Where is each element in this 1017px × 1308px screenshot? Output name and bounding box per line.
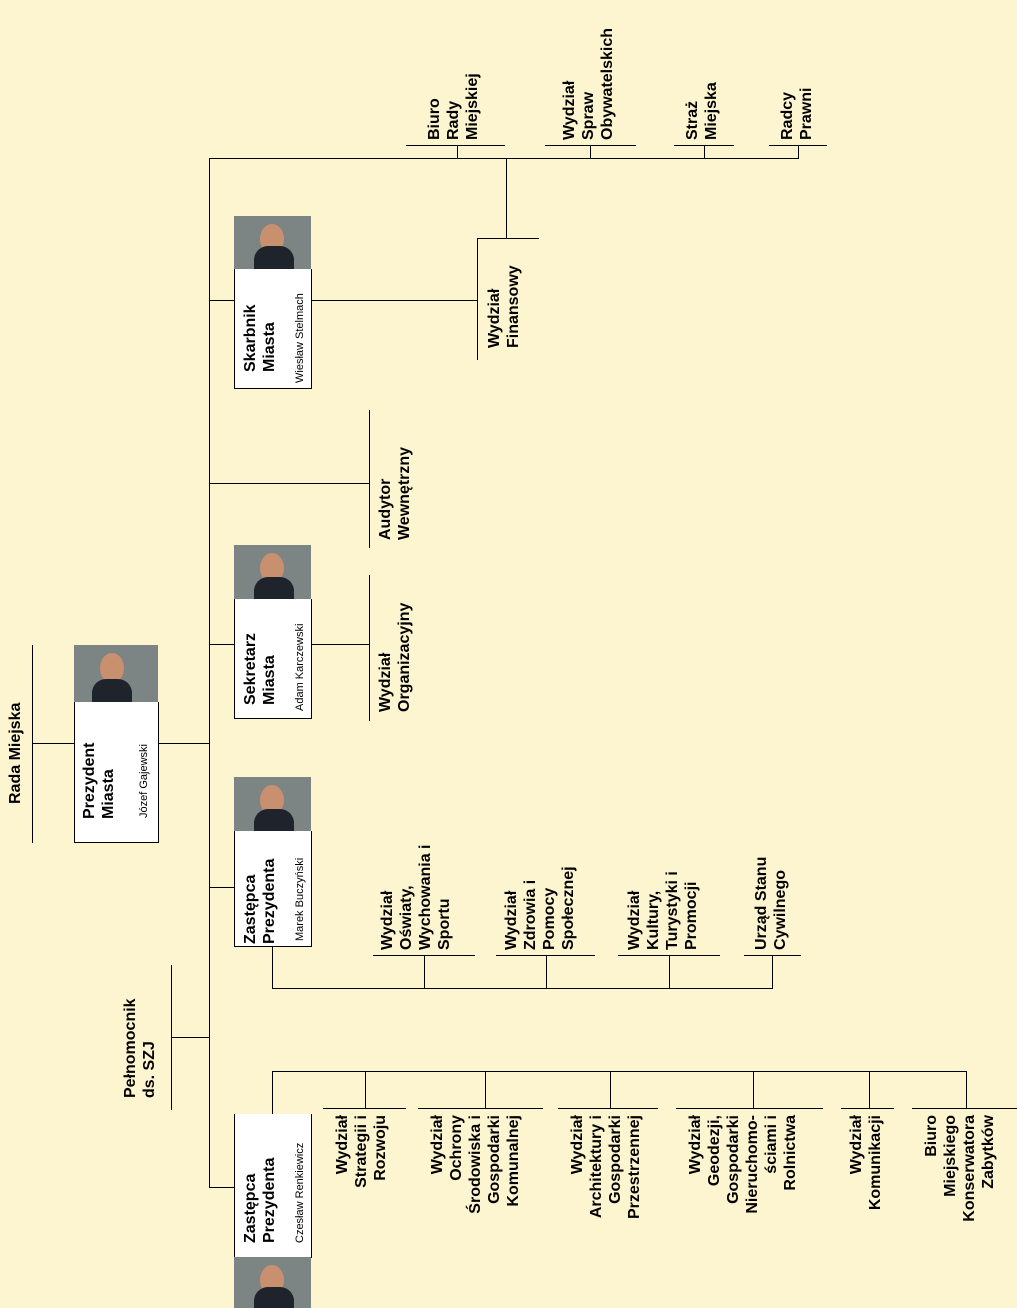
dept-komunikacji: Wydział Komunikacji [848, 1115, 884, 1211]
secretary-title: Sekretarz Miasta [242, 632, 278, 705]
dept-konserwatora: Biuro Miejskiego Konserwatora Zabytków [923, 1115, 997, 1222]
council-label: Rada Miejska [7, 702, 24, 804]
deputy2-photo [234, 777, 311, 831]
deputy2-title: Zastępca Prezydenta [242, 858, 278, 944]
treasurer-title: Skarbnik Miasta [242, 304, 278, 372]
dept-finansowy: Wydział Finansowy [486, 265, 522, 348]
dept-zdrowia: Wydział Zdrowia i Pomocy Społecznej [503, 866, 577, 950]
dept-geodezji: Wydział Geodezji, Gospodarki Nieruchomo-… [687, 1115, 799, 1214]
dept-straz-miejska: Straż Miejska [684, 82, 720, 140]
president-name: Józef Gajewski [138, 744, 150, 818]
deputy2-name: Marek Buczyński [294, 857, 306, 941]
dept-radcy-prawni: Radcy Prawni [779, 87, 815, 140]
deputy1-photo [234, 1257, 311, 1308]
dept-kultury: Wydział Kultury, Turystyki i Promocji [626, 871, 700, 950]
deputy2-box [234, 831, 312, 947]
secretary-name: Adam Karczewski [294, 623, 306, 711]
deputy1-name: Czesław Renkiewicz [294, 1142, 306, 1243]
plenipotentiary-label: Pełnomocnik ds. SZJ [122, 998, 158, 1098]
dept-organizacyjny: Wydział Organizacyjny [377, 602, 413, 712]
dept-biuro-rady: Biuro Rady Miejskiej [426, 73, 481, 140]
president-title: Prezydent Miasta [81, 742, 117, 819]
president-photo [74, 645, 158, 702]
deputy1-title: Zastępca Prezydenta [242, 1157, 278, 1243]
treasurer-name: Wiesław Stelmach [294, 293, 306, 383]
auditor-label: Audytor Wewnętrzny [377, 446, 413, 540]
dept-ochrony: Wydział Ochrony Środowiska i Gospodarki … [429, 1115, 522, 1214]
treasurer-box [234, 269, 312, 389]
secretary-box [234, 599, 312, 719]
dept-architektury: Wydział Architektury i Gospodarki Przest… [569, 1115, 643, 1220]
president-box [74, 702, 159, 843]
secretary-photo [234, 545, 311, 599]
dept-usc: Urząd Stanu Cywilnego [753, 856, 789, 950]
dept-spraw-obywatelskich: Wydział Spraw Obywatelskich [561, 27, 616, 140]
dept-oswiaty: Wydział Oświaty, Wychowania i Sportu [379, 844, 453, 950]
treasurer-photo [234, 216, 311, 269]
dept-strategii: Wydział Strategii i Rozwoju [334, 1115, 389, 1188]
